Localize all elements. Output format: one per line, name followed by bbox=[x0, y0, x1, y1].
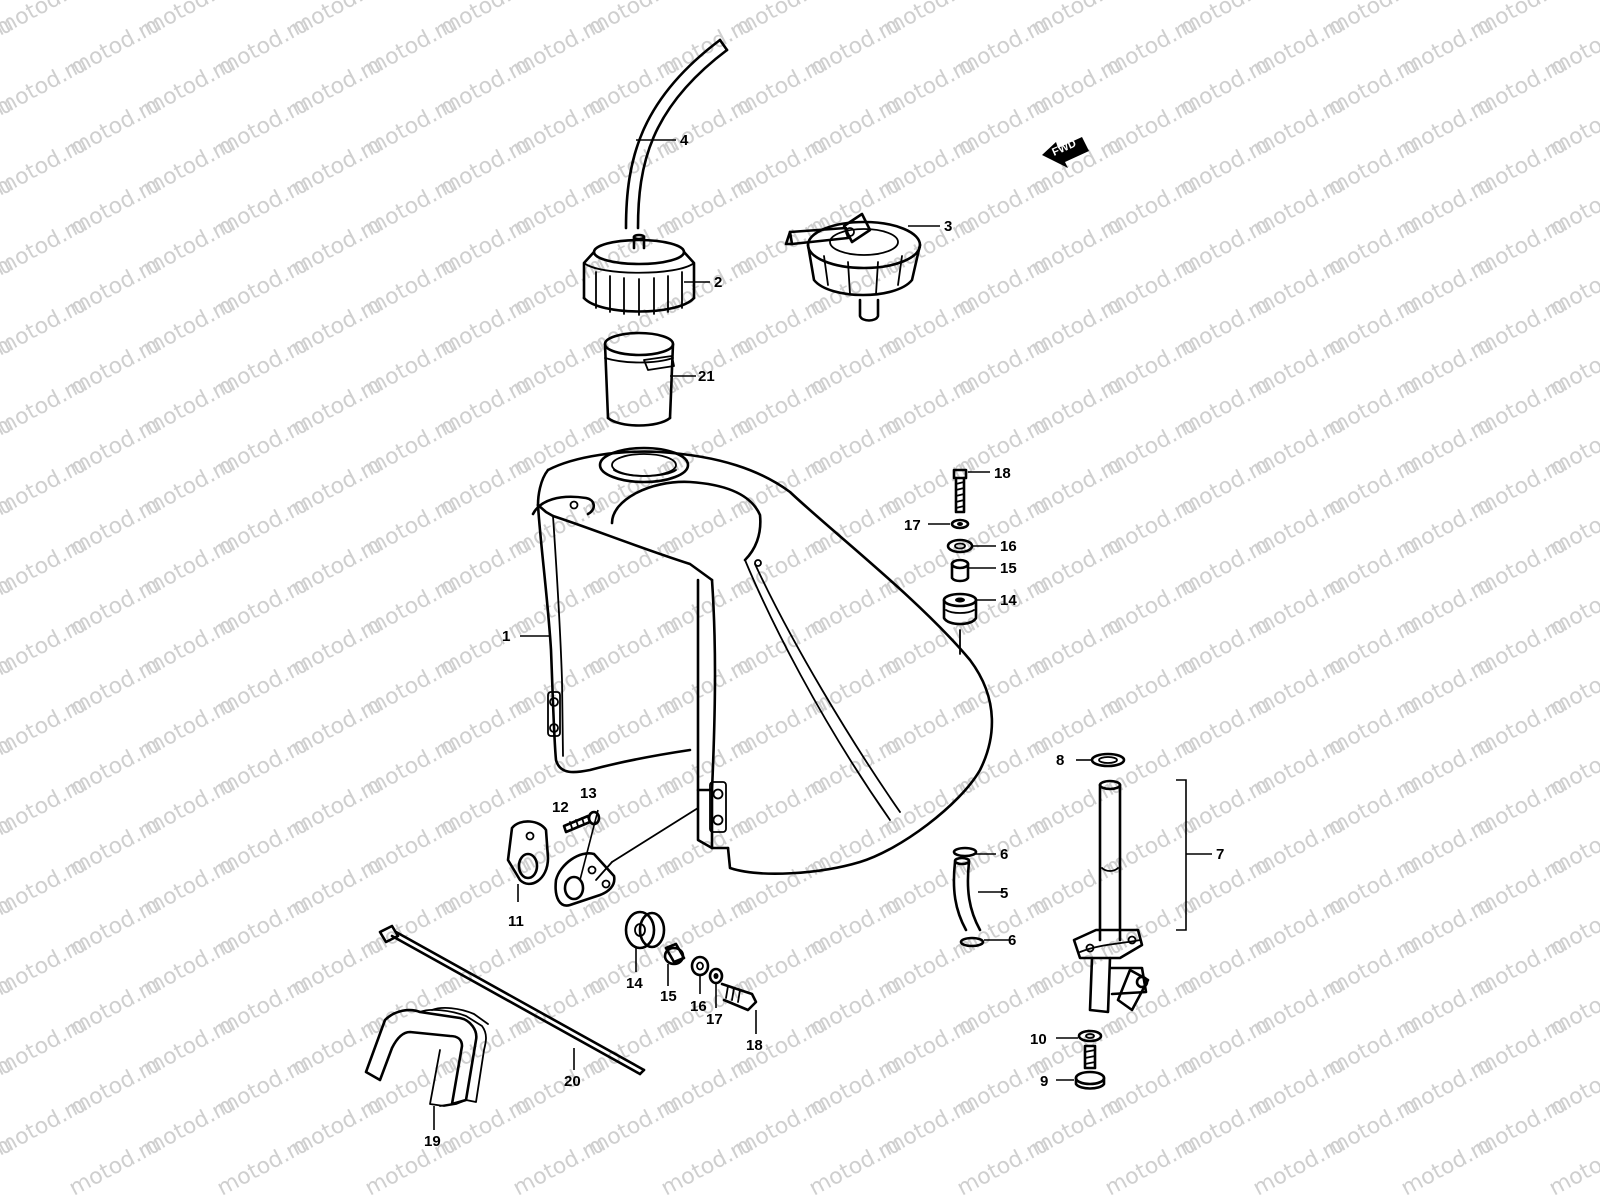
washer-part-8 bbox=[1090, 752, 1126, 768]
watermark-text: motod.ru bbox=[1101, 0, 1202, 1]
callout-14: 14 bbox=[1000, 592, 1017, 609]
watermark-text: motod.ru bbox=[657, 0, 758, 1]
fuel-hose-part bbox=[952, 846, 985, 948]
callout-labels: 4 2 3 21 1 18 17 16 15 14 8 7 6 5 6 10 9… bbox=[424, 132, 1224, 1150]
fuel-cap-part bbox=[582, 233, 696, 316]
locking-fuel-cap-part bbox=[784, 212, 922, 322]
cushion-part bbox=[364, 1007, 489, 1107]
callout-6-top: 6 bbox=[1000, 846, 1008, 863]
watermark-text: motod.ru bbox=[509, 0, 610, 1]
callout-14-bottom: 14 bbox=[626, 975, 643, 992]
breather-hose-part bbox=[624, 38, 729, 230]
leader-lines bbox=[433, 139, 1212, 1130]
fuel-strainer-part bbox=[603, 331, 675, 427]
callout-4: 4 bbox=[680, 132, 689, 149]
lower-mount-hardware bbox=[595, 861, 758, 1012]
watermark-text: motod.ru bbox=[65, 0, 166, 1]
watermark-text: motod.ru bbox=[213, 0, 314, 1]
callout-11: 11 bbox=[508, 913, 524, 930]
callout-15: 15 bbox=[1000, 560, 1017, 577]
callout-10: 10 bbox=[1030, 1031, 1047, 1048]
callout-19: 19 bbox=[424, 1133, 441, 1150]
fuel-cock-part bbox=[1072, 779, 1150, 1014]
watermark-text: motod.ru bbox=[1397, 1132, 1498, 1200]
watermark-text: motod.ru bbox=[1545, 1132, 1600, 1200]
callout-20: 20 bbox=[564, 1073, 581, 1090]
callout-1: 1 bbox=[502, 628, 510, 645]
mount-plate-part bbox=[554, 852, 616, 907]
callout-21: 21 bbox=[698, 368, 715, 385]
watermark-text: motod.ru bbox=[953, 1132, 1054, 1200]
callout-2: 2 bbox=[714, 274, 722, 291]
callout-18: 18 bbox=[994, 465, 1011, 482]
bolt-part-12 bbox=[562, 809, 601, 881]
callout-6-bottom: 6 bbox=[1008, 932, 1016, 949]
fuel-tank-part bbox=[531, 446, 994, 875]
tie-band-part bbox=[378, 924, 646, 1076]
callout-5: 5 bbox=[1000, 885, 1008, 902]
watermark-text: motod.ru bbox=[805, 1132, 906, 1200]
watermark-text: motod.ru bbox=[1249, 0, 1350, 1]
callout-8: 8 bbox=[1056, 752, 1064, 769]
callout-15-bottom: 15 bbox=[660, 988, 677, 1005]
watermark-text: motod.ru bbox=[1397, 0, 1498, 1]
callout-3: 3 bbox=[944, 218, 952, 235]
watermark-text: motod.ru bbox=[361, 0, 462, 1]
watermark-text: motod.ru bbox=[657, 1132, 758, 1200]
callout-18-bottom: 18 bbox=[746, 1037, 763, 1054]
callout-17-bottom: 17 bbox=[706, 1011, 723, 1028]
watermark-text: motod.ru bbox=[509, 1132, 610, 1200]
callout-9: 9 bbox=[1040, 1073, 1048, 1090]
watermark-text: motod.ru bbox=[213, 1132, 314, 1200]
watermark-text: motod.ru bbox=[65, 1132, 166, 1200]
callout-7: 7 bbox=[1216, 846, 1224, 863]
watermark-text: motod.ru bbox=[953, 0, 1054, 1]
watermark-text: motod.ru bbox=[0, 0, 18, 1]
callout-16: 16 bbox=[1000, 538, 1017, 555]
callout-16-bottom: 16 bbox=[690, 998, 707, 1015]
watermark-text: motod.ru bbox=[361, 1132, 462, 1200]
screw-washer-part bbox=[1074, 1029, 1106, 1090]
callout-13: 13 bbox=[580, 785, 597, 802]
callout-17: 17 bbox=[904, 517, 921, 534]
callout-12: 12 bbox=[552, 799, 569, 816]
bracket-7 bbox=[1176, 779, 1187, 931]
bracket-part-11 bbox=[506, 820, 550, 886]
watermark-text: motod.ru bbox=[805, 0, 906, 1]
watermark-text: motod.ru bbox=[1101, 1132, 1202, 1200]
watermark-text: motod.ru bbox=[1249, 1132, 1350, 1200]
